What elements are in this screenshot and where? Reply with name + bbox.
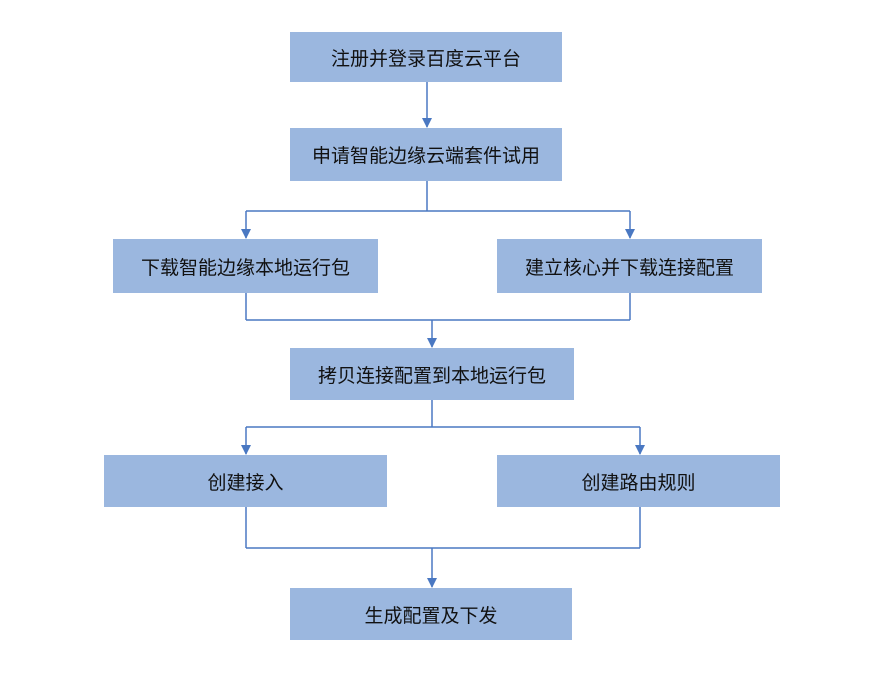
step-copy-config: 拷贝连接配置到本地运行包 bbox=[290, 348, 574, 400]
step-apply-trial: 申请智能边缘云端套件试用 bbox=[290, 128, 562, 181]
step-create-access: 创建接入 bbox=[104, 455, 387, 507]
step-download-package: 下载智能边缘本地运行包 bbox=[113, 239, 378, 293]
step-generate-deploy-config: 生成配置及下发 bbox=[290, 588, 572, 640]
step-register-login: 注册并登录百度云平台 bbox=[290, 32, 562, 82]
step-create-core: 建立核心并下载连接配置 bbox=[497, 239, 762, 293]
step-create-routing-rule: 创建路由规则 bbox=[497, 455, 780, 507]
